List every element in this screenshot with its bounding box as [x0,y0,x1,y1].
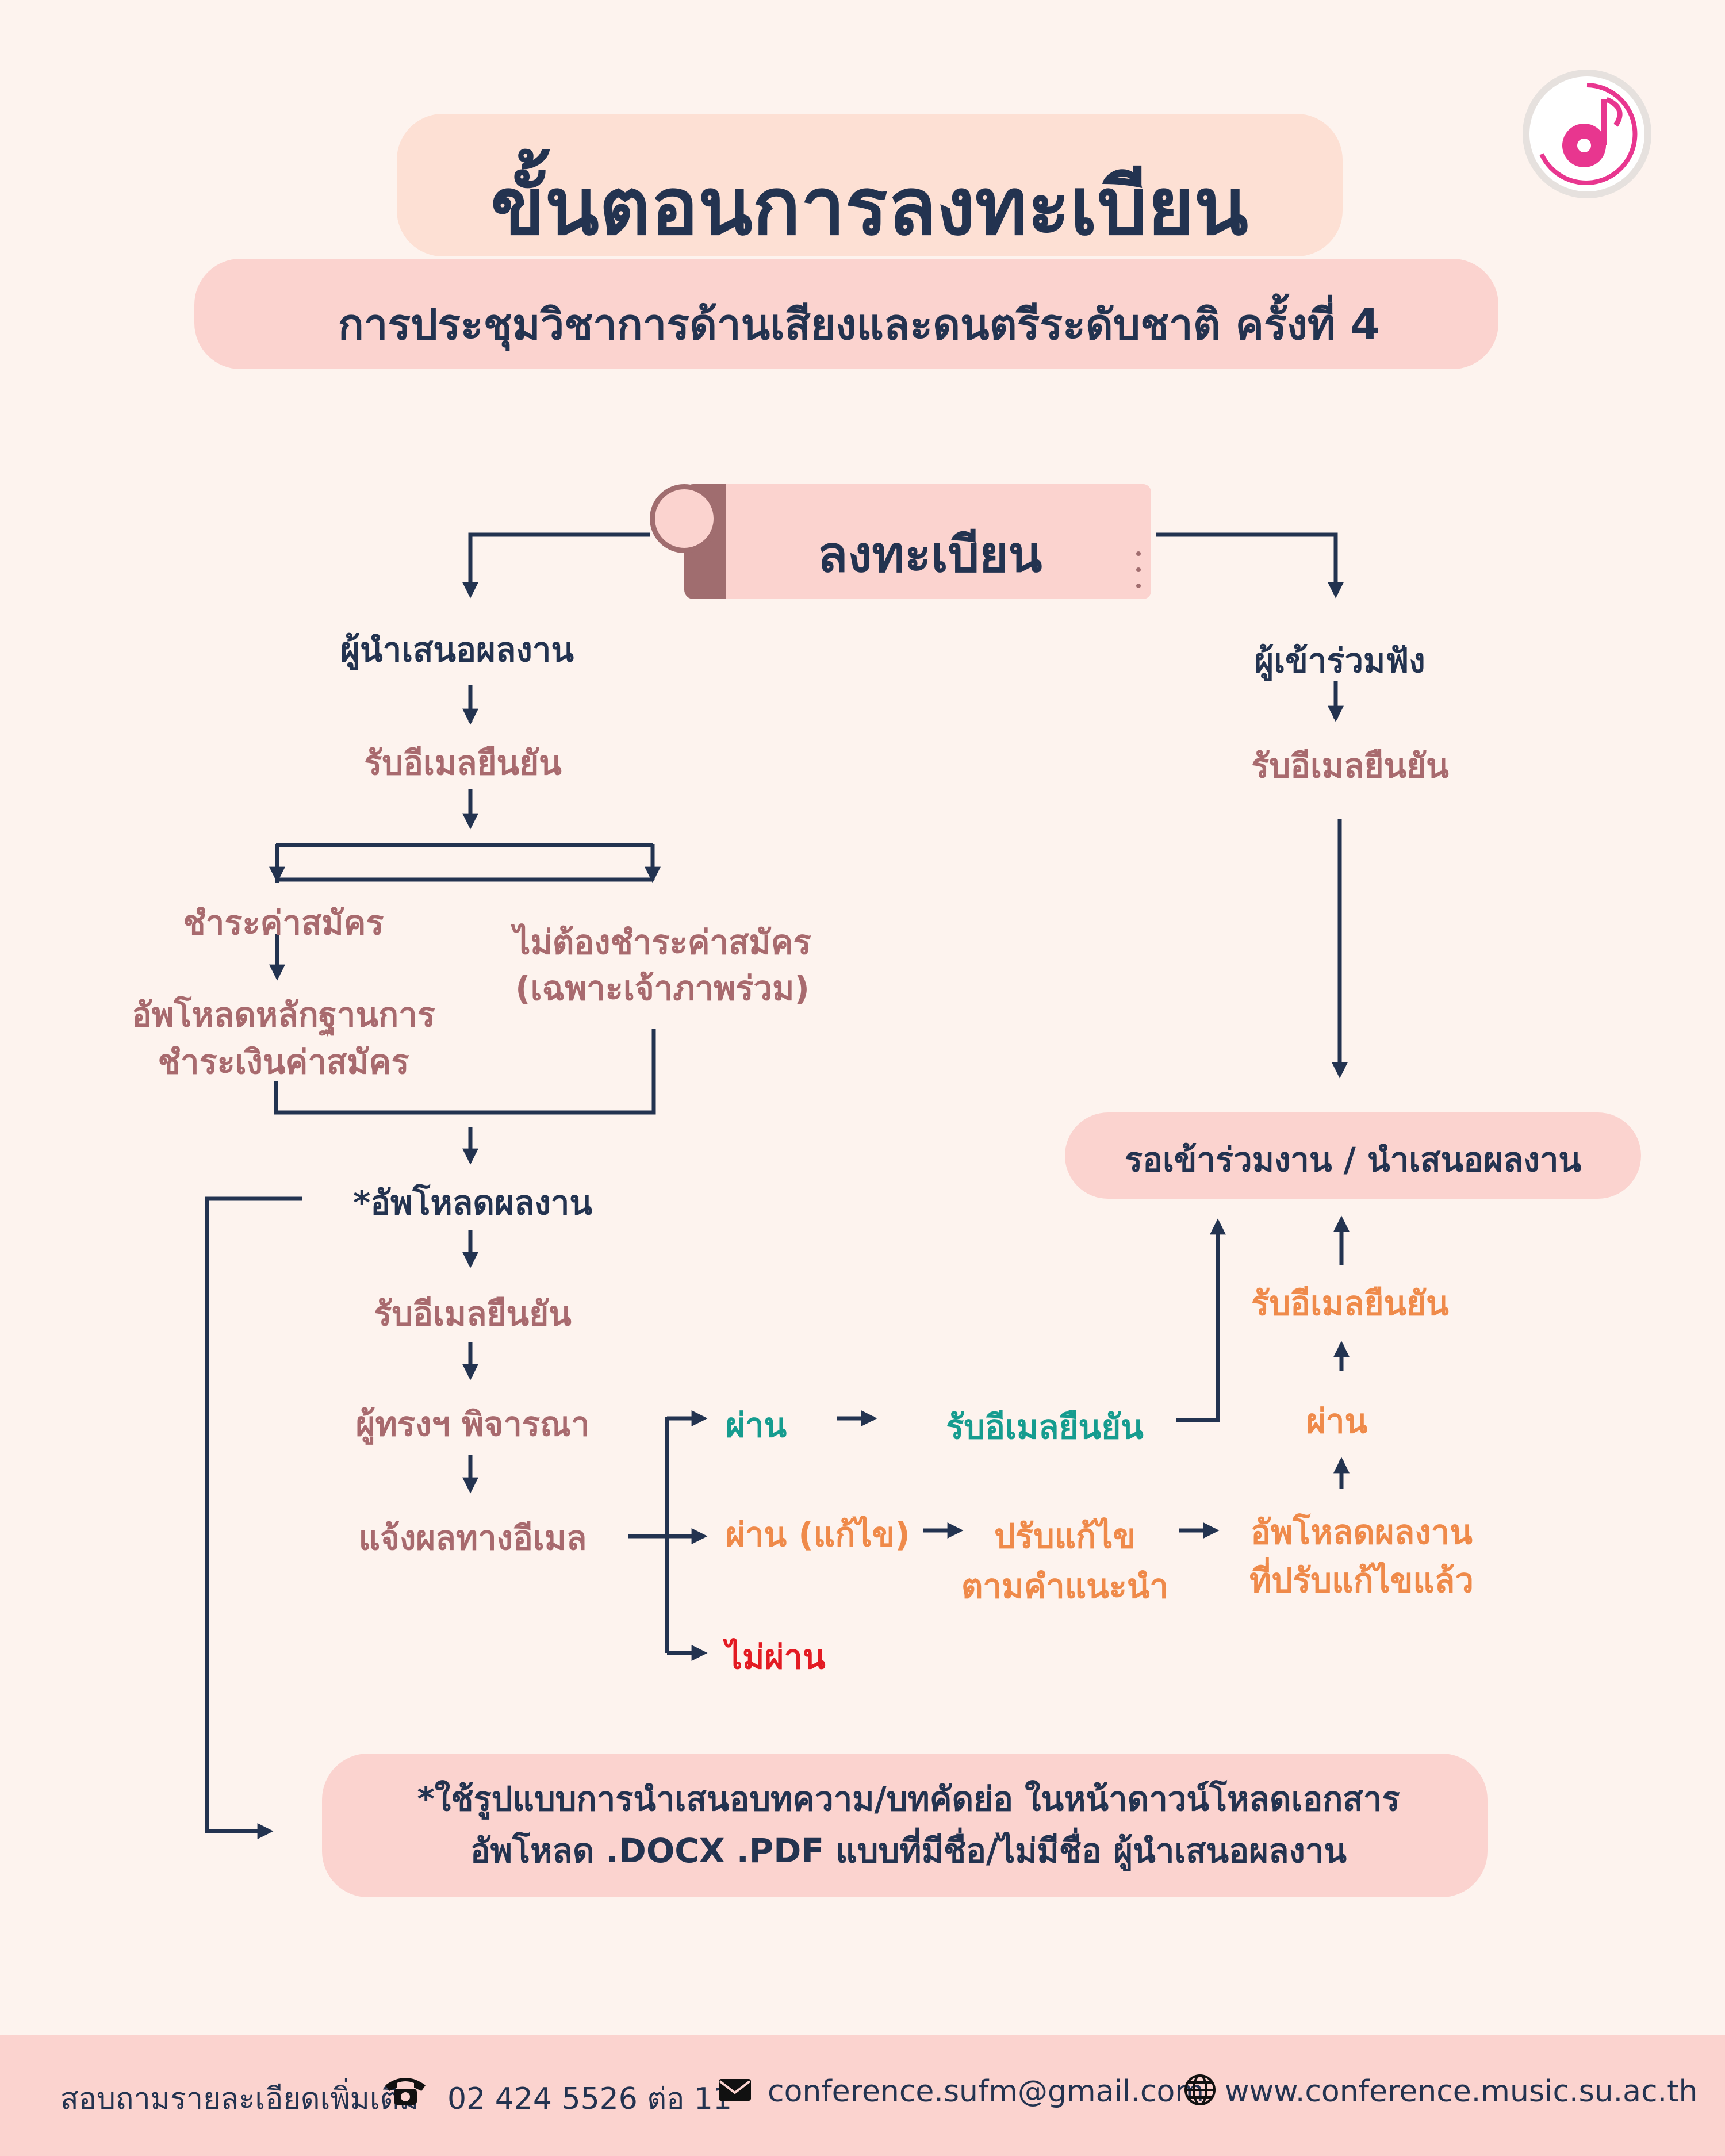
register-banner-roll [650,484,719,553]
mail-icon [718,2077,752,2102]
footer-bar [0,2035,1725,2156]
upload-proof-line2: ชำระเงินค่าสมัคร [158,1042,409,1081]
upload-proof-line1: อัพโหลดหลักฐานการ [132,995,435,1034]
note-line2: อัพโหลด .DOCX .PDF แบบที่มีชื่อ/ไม่มีชื่… [470,1831,1347,1870]
register-banner [726,484,1151,599]
pay-fee: ชำระค่าสมัคร [183,903,384,942]
final-pill [1065,1112,1641,1199]
presenter-confirm-email: รับอีเมลยืนยัน [364,743,562,782]
revised-confirm-email: รับอีเมลยืนยัน [1251,1284,1449,1323]
page-subtitle: การประชุมวิชาการด้านเสียงและดนตรีระดับชา… [338,300,1380,350]
phone-icon [382,2073,428,2107]
reviewer-consider: ผู้ทรงฯ พิจารณา [355,1405,590,1444]
footer-contact-label: สอบถามรายละเอียดเพิ่มเติม [60,2082,419,2116]
register-start-label: ลงทะเบียน [817,526,1042,584]
presenter-title: ผู้นำเสนอผลงาน [340,630,574,669]
attendee-title: ผู้เข้าร่วมฟัง [1254,641,1425,680]
notify-by-email: แจ้งผลทางอีเมล [358,1518,587,1557]
globe-icon [1183,2073,1217,2107]
title-pill [397,114,1343,256]
result-pass: ผ่าน [726,1406,787,1445]
note-line1: *ใช้รูปแบบการนำเสนอบทความ/บทคัดย่อ ในหน้… [417,1779,1400,1819]
subtitle-pill [194,259,1498,369]
footer-email[interactable]: conference.sufm@gmail.com [768,2074,1204,2109]
result-fail: ไม่ผ่าน [726,1637,826,1677]
page-title: ขั้นตอนการลงทะเบียน [490,160,1248,253]
upload-confirm-email: รับอีเมลยืนยัน [374,1294,572,1333]
more-dots-icon [1136,549,1141,595]
no-fee-line1: ไม่ต้องชำระค่าสมัคร [513,923,811,962]
pass-confirm-email: รับอีเมลยืนยัน [946,1407,1144,1447]
result-pass-revise: ผ่าน (แก้ไข) [726,1515,910,1554]
upload-work: *อัพโหลดผลงาน [352,1183,593,1222]
conference-logo [1521,68,1653,200]
note-pill [322,1754,1488,1897]
upload-revised-line2: ที่ปรับแก้ไขแล้ว [1249,1561,1474,1600]
upload-revised-line1: อัพโหลดผลงาน [1251,1513,1473,1552]
footer-website[interactable]: www.conference.music.su.ac.th [1225,2074,1698,2109]
footer-phone[interactable]: 02 424 5526 ต่อ 11 [447,2082,733,2116]
revised-pass: ผ่าน [1306,1402,1368,1441]
final-step: รอเข้าร่วมงาน / นำเสนอผลงาน [1124,1140,1582,1179]
attendee-confirm-email: รับอีเมลยืนยัน [1251,746,1449,785]
revise-line1: ปรับแก้ไข [994,1517,1136,1556]
music-note-logo-icon [1523,70,1651,198]
no-fee-line2: (เฉพาะเจ้าภาพร่วม) [515,969,810,1008]
revise-line2: ตามคำแนะนำ [961,1567,1169,1606]
